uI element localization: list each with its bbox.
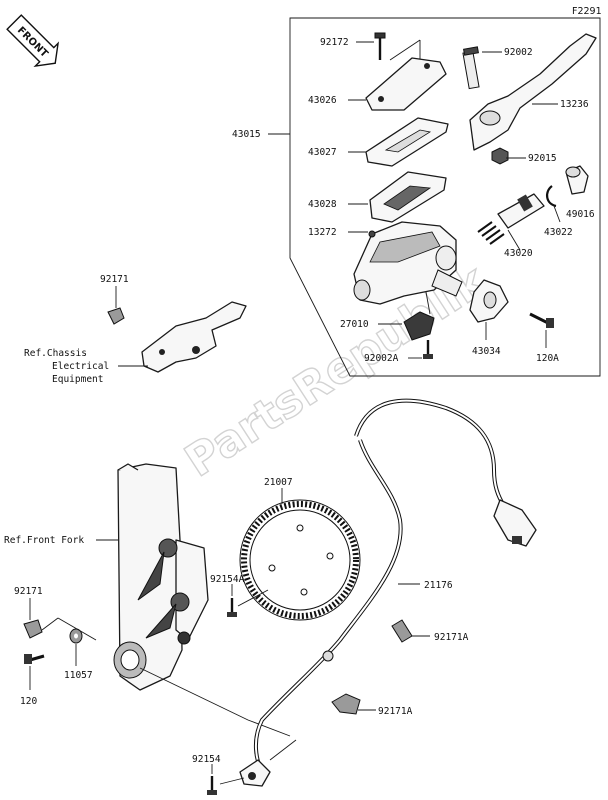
label-92002a: 92002A bbox=[364, 353, 399, 364]
boot-49016 bbox=[565, 165, 589, 195]
clip-92171a-lower bbox=[331, 693, 361, 715]
label-43022: 43022 bbox=[544, 227, 573, 238]
label-92172: 92172 bbox=[320, 37, 349, 48]
fitting-13272 bbox=[368, 230, 376, 238]
master-cylinder-body bbox=[353, 221, 463, 305]
label-92015: 92015 bbox=[528, 153, 557, 164]
label-49016: 49016 bbox=[566, 209, 595, 220]
assembly-frame-43015 bbox=[289, 17, 601, 377]
diaphragm-43028 bbox=[369, 171, 447, 223]
washer-11057 bbox=[69, 628, 83, 644]
screw-92002a bbox=[423, 340, 433, 359]
screw-92154a bbox=[227, 598, 237, 617]
clip-92171-left bbox=[23, 619, 43, 639]
label-92002: 92002 bbox=[504, 47, 533, 58]
sensor-rotor-21007 bbox=[239, 499, 361, 621]
label-43026: 43026 bbox=[308, 95, 337, 106]
label-120a: 120A bbox=[536, 353, 559, 364]
nut-92015 bbox=[491, 147, 509, 165]
clip-92171a-upper bbox=[391, 619, 413, 643]
label-27010: 27010 bbox=[340, 319, 369, 330]
label-13236: 13236 bbox=[560, 99, 589, 110]
bolt-92002 bbox=[462, 46, 480, 90]
label-43027: 43027 bbox=[308, 147, 337, 158]
switch-27010 bbox=[403, 311, 435, 341]
ref-chassis-line1: Ref.Chassis bbox=[24, 348, 87, 359]
label-92171a-lower: 92171A bbox=[378, 706, 413, 717]
label-43015: 43015 bbox=[232, 129, 261, 140]
label-92154: 92154 bbox=[192, 754, 221, 765]
clip-92171-top bbox=[107, 307, 125, 325]
label-43034: 43034 bbox=[472, 346, 501, 357]
circlip-43022 bbox=[546, 185, 557, 208]
front-fork-leg bbox=[113, 463, 209, 691]
ref-chassis-line3: Equipment bbox=[52, 374, 103, 385]
bolt-120a bbox=[529, 312, 554, 328]
bolt-120 bbox=[24, 654, 45, 664]
label-21176: 21176 bbox=[424, 580, 453, 591]
label-43028: 43028 bbox=[308, 199, 337, 210]
diagram-id: F2291 bbox=[572, 6, 602, 17]
label-11057: 11057 bbox=[64, 670, 93, 681]
label-92171-left: 92171 bbox=[14, 586, 43, 597]
label-43020: 43020 bbox=[504, 248, 533, 259]
label-21007: 21007 bbox=[264, 477, 293, 488]
brake-lever-13236 bbox=[469, 33, 597, 151]
bracket-assembly bbox=[141, 301, 247, 373]
label-92171-top: 92171 bbox=[100, 274, 129, 285]
label-92171a-upper: 92171A bbox=[434, 632, 469, 643]
plate-43027 bbox=[365, 117, 449, 167]
sensor-cable-21176 bbox=[239, 398, 537, 787]
reservoir-cap-43026 bbox=[365, 57, 447, 111]
piston-kit-43020 bbox=[477, 193, 545, 245]
label-92154a: 92154A bbox=[210, 574, 245, 585]
label-120: 120 bbox=[20, 696, 37, 707]
front-badge: FRONT bbox=[6, 14, 60, 68]
ref-chassis-line2: Electrical bbox=[52, 361, 109, 372]
holder-43034 bbox=[469, 279, 509, 323]
label-13272: 13272 bbox=[308, 227, 337, 238]
screw-92154 bbox=[207, 776, 217, 795]
screw-92172 bbox=[374, 32, 386, 60]
ref-front-fork: Ref.Front Fork bbox=[4, 535, 84, 546]
